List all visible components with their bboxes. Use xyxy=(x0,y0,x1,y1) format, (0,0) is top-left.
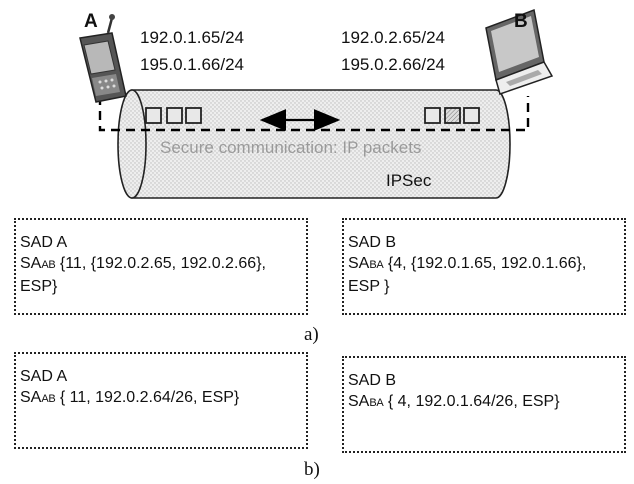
sa-values: {4, {192.0.1.65, 192.0.1.66}, xyxy=(383,255,587,272)
sa-protocol: ESP } xyxy=(348,278,390,295)
sa-values: {11, {192.0.2.65, 192.0.2.66}, xyxy=(55,255,266,272)
packet xyxy=(463,107,480,124)
pda-icon xyxy=(79,14,127,103)
sa-prefix: SA xyxy=(20,389,42,406)
packets-left xyxy=(145,107,202,124)
sa-entry: SAAB {11, {192.0.2.65, 192.0.2.66}, xyxy=(20,253,306,276)
packets-right xyxy=(424,107,480,124)
host-b-label: B xyxy=(514,11,528,32)
packet xyxy=(444,107,461,124)
ipsec-label: IPSec xyxy=(386,171,432,190)
sa-protocol: ESP} xyxy=(20,278,58,295)
tunnel-description: Secure communication: IP packets xyxy=(160,138,421,157)
sad-a-box-part-b: SAD A SAAB { 11, 192.0.2.64/26, ESP} xyxy=(14,352,308,449)
packet xyxy=(166,107,183,124)
sad-b-box-part-b: SAD B SABA { 4, 192.0.1.64/26, ESP} xyxy=(342,356,626,453)
sa-entry: SABA {4, {192.0.1.65, 192.0.1.66}, xyxy=(348,253,624,276)
host-a-address-1: 192.0.1.65/24 xyxy=(140,28,244,47)
sa-prefix: SA xyxy=(20,255,42,272)
sa-subscript: BA xyxy=(369,397,384,409)
packet xyxy=(424,107,441,124)
caption-a: a) xyxy=(304,324,319,345)
sa-entry: SAAB { 11, 192.0.2.64/26, ESP} xyxy=(20,387,306,410)
sad-b-box-part-a: SAD B SABA {4, {192.0.1.65, 192.0.1.66},… xyxy=(342,218,626,315)
sa-entry: SABA { 4, 192.0.1.64/26, ESP} xyxy=(348,391,624,414)
caption-b: b) xyxy=(304,459,320,480)
sa-values: { 4, 192.0.1.64/26, ESP} xyxy=(383,393,560,410)
sa-prefix: SA xyxy=(348,255,370,272)
sad-a-box-part-a: SAD A SAAB {11, {192.0.2.65, 192.0.2.66}… xyxy=(14,218,308,315)
host-b-address-2: 195.0.2.66/24 xyxy=(341,55,445,74)
sad-title: SAD B xyxy=(348,234,397,251)
packet xyxy=(145,107,162,124)
sa-subscript: BA xyxy=(369,259,384,271)
sad-title: SAD A xyxy=(20,368,68,385)
laptop-icon xyxy=(485,8,554,95)
sad-title: SAD B xyxy=(348,372,397,389)
sa-prefix: SA xyxy=(348,393,370,410)
sa-subscript: AB xyxy=(41,393,56,405)
sa-subscript: AB xyxy=(41,259,56,271)
sad-title: SAD A xyxy=(20,234,68,251)
ipsec-tunnel xyxy=(117,89,511,199)
host-a-label: A xyxy=(84,11,98,32)
host-b-address-1: 192.0.2.65/24 xyxy=(341,28,445,47)
packet xyxy=(185,107,202,124)
host-a-address-2: 195.0.1.66/24 xyxy=(140,55,244,74)
sa-values: { 11, 192.0.2.64/26, ESP} xyxy=(55,389,240,406)
